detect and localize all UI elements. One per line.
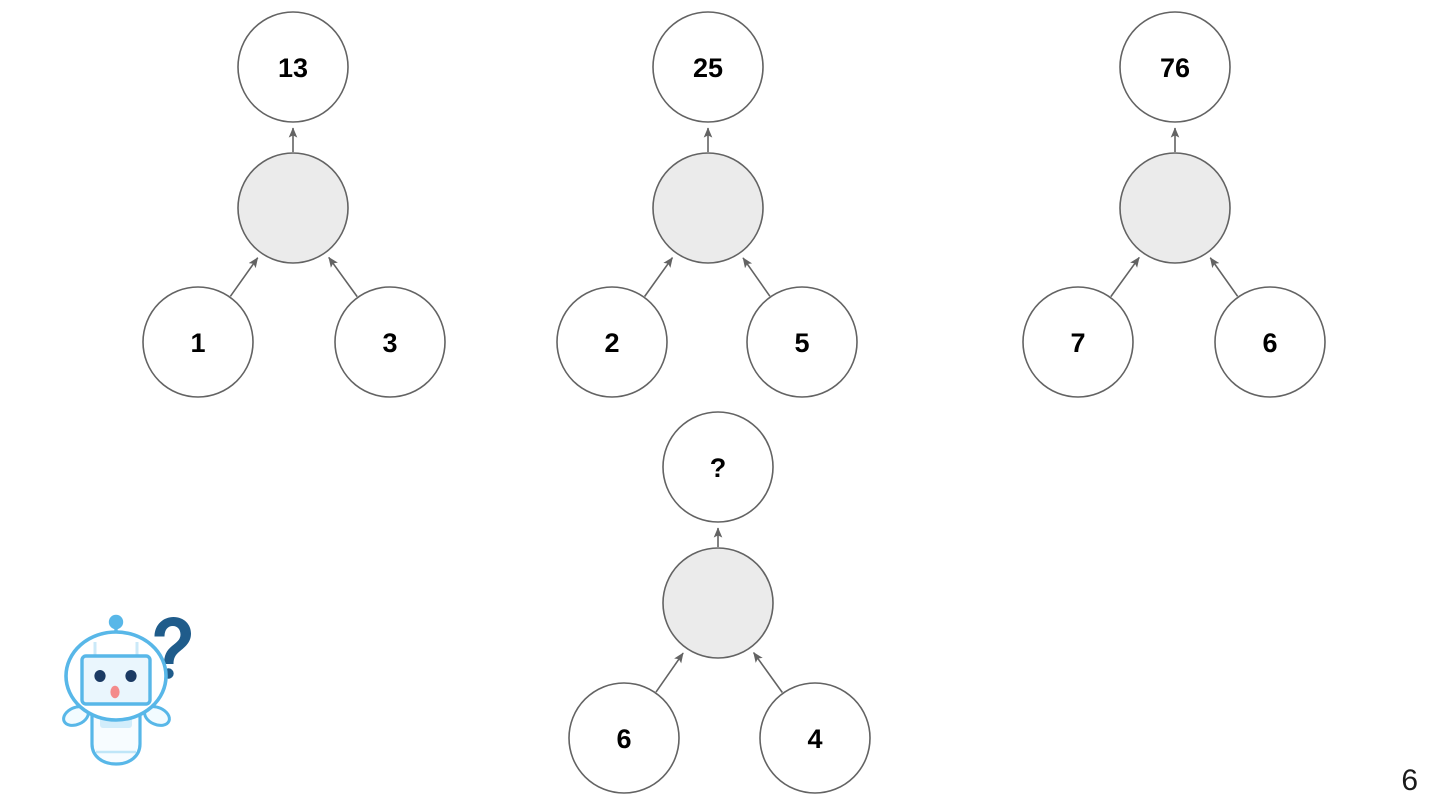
tree-example-3-node-result[interactable]: 76: [1119, 11, 1231, 123]
tree-example-3-node-operator-circle[interactable]: [1119, 152, 1231, 264]
tree-example-2-node-result[interactable]: 25: [652, 11, 764, 123]
page-number: 6: [1401, 764, 1418, 797]
tree-example-1-node-right[interactable]: 3: [334, 286, 446, 398]
tree-example-3-node-left-circle[interactable]: [1022, 286, 1134, 398]
tree-example-1-edge-left: [229, 257, 259, 297]
tree-example-1-node-operator-circle[interactable]: [237, 152, 349, 264]
tree-question-node-right-circle[interactable]: [759, 682, 871, 794]
tree-example-3-node-right-label: 6: [1262, 328, 1277, 358]
tree-example-1-node-result-label: 13: [278, 53, 308, 83]
tree-example-1-node-left-label: 1: [190, 328, 205, 358]
tree-question-node-result-circle[interactable]: [662, 411, 774, 523]
tree-example-2-node-left-label: 2: [604, 328, 619, 358]
tree-question-node-result-label: ?: [710, 453, 727, 483]
tree-question-edge-left: [655, 652, 684, 693]
tree-example-3-node-right-circle[interactable]: [1214, 286, 1326, 398]
tree-example-3-node-left[interactable]: 7: [1022, 286, 1134, 398]
tree-question-node-operator-circle[interactable]: [662, 547, 774, 659]
tree-example-1-edge-right: [328, 256, 358, 298]
tree-question-edge-right: [752, 652, 783, 693]
mascot-mouth: [110, 685, 120, 699]
tree-example-2-edge-left: [643, 257, 674, 297]
tree-question-node-right-label: 4: [807, 724, 822, 754]
tree-example-2-node-operator[interactable]: [652, 152, 764, 264]
tree-example-2-node-result-circle[interactable]: [652, 11, 764, 123]
tree-example-2-node-right[interactable]: 5: [746, 286, 858, 398]
tree-question-node-result[interactable]: ?: [662, 411, 774, 523]
tree-example-2-node-right-circle[interactable]: [746, 286, 858, 398]
tree-example-1-node-left-circle[interactable]: [142, 286, 254, 398]
tree-example-3-node-result-circle[interactable]: [1119, 11, 1231, 123]
tree-example-3-edge-right: [1209, 257, 1239, 297]
mascot-right-eye: [125, 670, 137, 682]
mascot-face-screen: [80, 654, 152, 706]
tree-example-3-node-right[interactable]: 6: [1214, 286, 1326, 398]
tree-question-node-left[interactable]: 6: [568, 682, 680, 794]
tree-example-2-node-left[interactable]: 2: [556, 286, 668, 398]
tree-question-node-left-circle[interactable]: [568, 682, 680, 794]
mascot-left-eye: [94, 670, 106, 682]
tree-question-node-right[interactable]: 4: [759, 682, 871, 794]
robot-mascot: [62, 614, 191, 766]
tree-example-1-node-operator[interactable]: [237, 152, 349, 264]
tree-example-3-node-left-label: 7: [1070, 328, 1085, 358]
tree-example-2-node-operator-circle[interactable]: [652, 152, 764, 264]
tree-question-node-left-label: 6: [616, 724, 631, 754]
tree-example-3-node-operator[interactable]: [1119, 152, 1231, 264]
tree-example-1-node-right-label: 3: [382, 328, 397, 358]
tree-example-2-node-result-label: 25: [693, 53, 723, 83]
tree-example-2-edge-right: [742, 257, 771, 297]
tree-example-2-node-right-label: 5: [794, 328, 809, 358]
tree-example-1-node-result[interactable]: 13: [237, 11, 349, 123]
tree-example-3-node-result-label: 76: [1160, 53, 1190, 83]
tree-example-1-node-right-circle[interactable]: [334, 286, 446, 398]
mascot-antenna-bulb: [108, 614, 124, 630]
tree-example-1-node-left[interactable]: 1: [142, 286, 254, 398]
tree-example-3-edge-left: [1110, 256, 1140, 298]
tree-question-node-operator[interactable]: [662, 547, 774, 659]
tree-example-1-node-result-circle[interactable]: [237, 11, 349, 123]
tree-example-2-node-left-circle[interactable]: [556, 286, 668, 398]
